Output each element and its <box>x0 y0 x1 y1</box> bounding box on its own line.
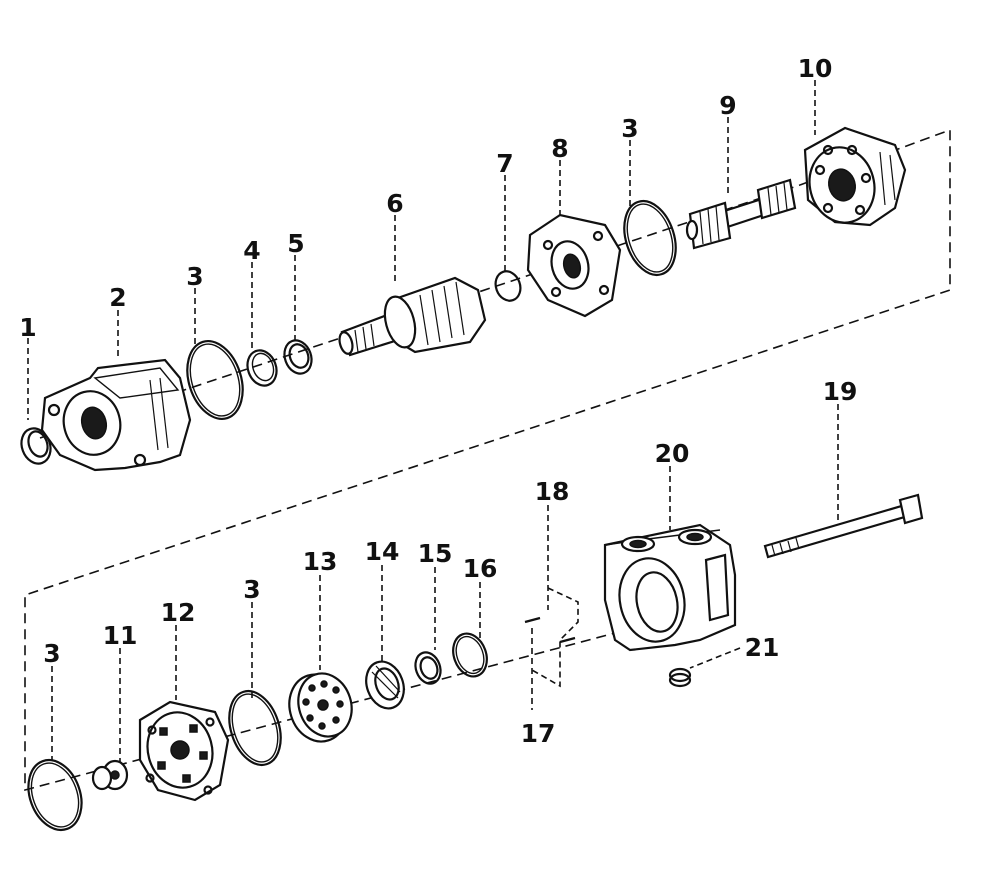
callout-17: 17 <box>521 719 556 748</box>
callout-7: 7 <box>496 149 513 178</box>
part-5-ring <box>283 339 313 375</box>
callout-9: 9 <box>719 91 736 120</box>
part-14-bearing <box>365 660 405 710</box>
callout-2: 2 <box>109 283 126 312</box>
callout-14: 14 <box>365 537 400 566</box>
part-15-ring <box>414 651 442 685</box>
part-3-oring-d <box>27 759 83 831</box>
part-9-drive-shaft <box>685 178 797 250</box>
callout-13: 13 <box>303 547 338 576</box>
part-3-oring-a <box>186 340 244 420</box>
part-7-washer <box>494 270 522 302</box>
callout-18: 18 <box>535 477 570 506</box>
callout-labels: 1 2 3 4 5 6 7 8 3 9 10 19 20 18 16 15 14… <box>19 54 857 748</box>
callout-16: 16 <box>463 554 498 583</box>
part-6-output-shaft <box>338 276 487 357</box>
part-10-gerotor <box>803 126 907 227</box>
part-11-gear <box>91 759 129 791</box>
callout-5: 5 <box>287 229 304 258</box>
callout-3d: 3 <box>43 639 60 668</box>
callout-10: 10 <box>798 54 833 83</box>
part-16-ring <box>452 632 488 678</box>
callout-12: 12 <box>161 598 196 627</box>
callout-15: 15 <box>418 539 453 568</box>
part-4-ring <box>246 349 278 387</box>
part-8-wear-plate <box>526 213 622 318</box>
callout-3b: 3 <box>621 114 638 143</box>
part-21-plug <box>668 667 692 688</box>
part-12-balance-plate <box>138 700 230 802</box>
callout-20: 20 <box>655 439 690 468</box>
part-19-tie-bolt <box>763 493 924 559</box>
part-20-port-housing <box>603 523 737 652</box>
callout-6: 6 <box>386 189 403 218</box>
callout-4: 4 <box>243 236 260 265</box>
callout-11: 11 <box>103 621 138 650</box>
callout-3a: 3 <box>186 262 203 291</box>
callout-1: 1 <box>19 313 36 342</box>
part-3-oring-b <box>623 200 677 276</box>
part-13-valve-disc <box>288 672 353 743</box>
part-17-18-pins <box>524 616 576 644</box>
callout-21: 21 <box>745 633 780 662</box>
callout-8: 8 <box>551 134 568 163</box>
part-2-front-housing <box>40 358 192 472</box>
part-3-oring-c <box>228 690 282 766</box>
callout-3c: 3 <box>243 575 260 604</box>
callout-19: 19 <box>823 377 858 406</box>
leader-lines <box>27 80 839 762</box>
